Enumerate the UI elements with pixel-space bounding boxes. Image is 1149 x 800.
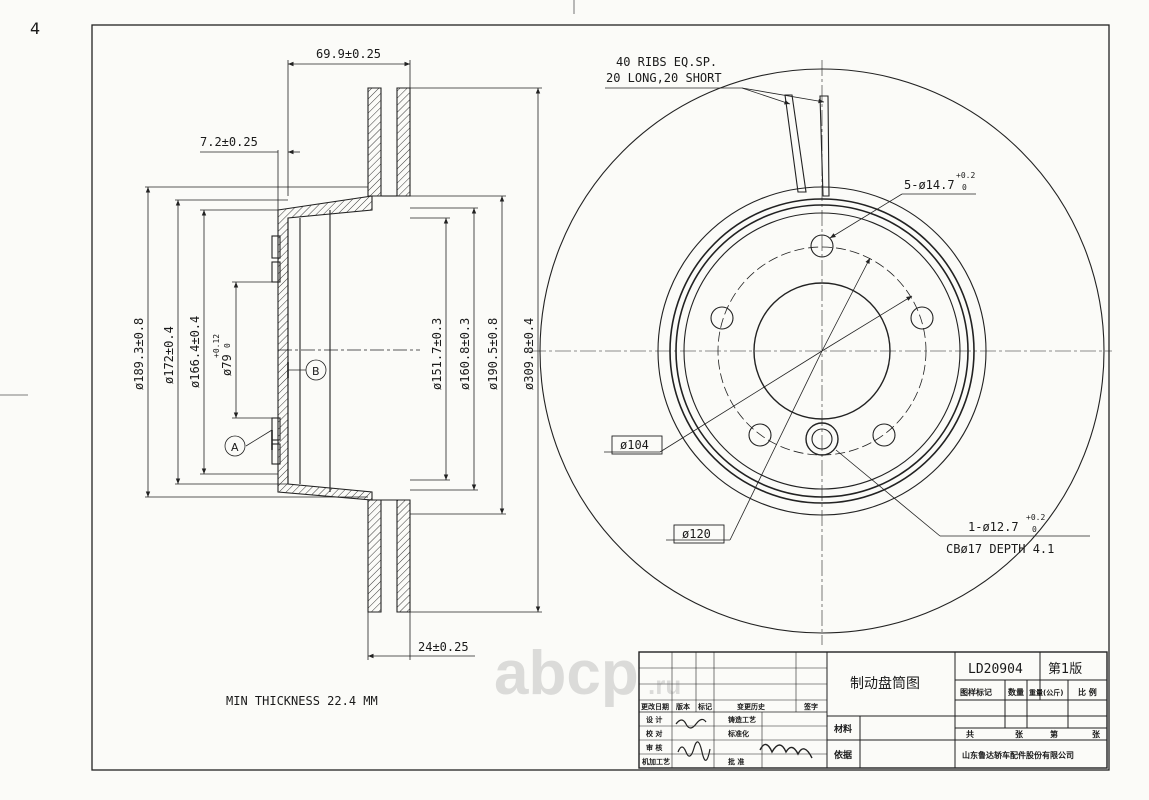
pcd-label: ø104: [620, 438, 649, 452]
role-check: 校 对: [646, 729, 662, 738]
locator-note: 1-ø12.7: [968, 520, 1019, 534]
bolt-hole: [910, 306, 934, 330]
dim-thickness: 69.9±0.25: [316, 47, 381, 61]
locator-tol-dn: 0: [1032, 525, 1037, 534]
datum-b-label: B: [312, 365, 320, 378]
signature: [759, 743, 813, 759]
dim-160: ø160.8±0.3: [458, 318, 472, 390]
signature: [677, 741, 711, 761]
watermark-tld: .ru: [648, 670, 681, 700]
bolt-holes-note: 5-ø14.7: [904, 178, 955, 192]
header-mark: 图样标记: [960, 687, 992, 697]
rev-tag: 标记: [697, 702, 712, 711]
role-review: 审 核: [646, 743, 662, 752]
bolt-tol-up: +0.2: [956, 171, 975, 180]
role-casting: 铸造工艺: [728, 715, 756, 724]
label-sheet2: 张: [1092, 730, 1101, 739]
label-sheets: 张: [1015, 730, 1024, 739]
role-approve: 批 准: [728, 757, 744, 766]
version: 第1版: [1048, 662, 1082, 677]
dim-79-tol-dn: 0: [223, 343, 232, 348]
dim-79-tol-up: +0.12: [212, 334, 221, 358]
dim-166: ø166.4±0.4: [188, 316, 202, 388]
datum-b-circle: [305, 359, 327, 381]
rev-history: 变更历史: [737, 702, 766, 711]
dim-190: ø190.5±0.8: [486, 318, 500, 390]
drawing-frame: [91, 24, 1110, 771]
dim-hat: 7.2±0.25: [200, 135, 258, 149]
drawing-title: 制动盘筒图: [850, 675, 920, 692]
label-total: 共: [966, 729, 974, 739]
datum-a-circle: [224, 435, 246, 457]
label-basis: 依据: [834, 749, 852, 761]
role-design: 设 计: [646, 715, 662, 724]
dim-friction: 24±0.25: [418, 640, 469, 654]
dim-79: ø79: [220, 354, 234, 376]
dim-172: ø172±0.4: [162, 326, 176, 384]
rev-version: 版本: [676, 702, 690, 711]
watermark-brand: abcp: [494, 639, 639, 708]
header-weight: 重量(公斤): [1029, 688, 1063, 697]
corner-mark: 4: [30, 19, 40, 38]
label-material: 材料: [833, 723, 852, 735]
bolt-hole: [748, 423, 772, 447]
label-page: 第: [1050, 729, 1058, 739]
ribs-note-line2: 20 LONG,20 SHORT: [606, 71, 722, 85]
counterbore-note: CBø17 DEPTH 4.1: [946, 542, 1054, 556]
front-leaders: [604, 87, 1090, 541]
header-scale: 比 例: [1078, 687, 1097, 697]
rib-long: [784, 94, 807, 193]
dim-189: ø189.3±0.8: [132, 318, 146, 390]
role-process: 机加工艺: [642, 757, 670, 766]
bolt-hole: [710, 306, 734, 330]
bolt-hole: [872, 423, 896, 447]
front-view: [530, 60, 1112, 645]
section-dimensions: [145, 60, 542, 660]
title-block: [638, 651, 1108, 769]
locator-tol-up: +0.2: [1026, 513, 1045, 522]
pcd-label-box: [611, 435, 663, 455]
rev-date: 更改日期: [641, 702, 669, 711]
min-thickness-note: MIN THICKNESS 22.4 MM: [226, 694, 378, 708]
dim-151: ø151.7±0.3: [430, 318, 444, 390]
part-number: LD20904: [968, 662, 1023, 677]
signature: [675, 718, 707, 729]
ribs-note-line1: 40 RIBS EQ.SP.: [616, 55, 717, 69]
watermark-logo: abcp .ru: [494, 639, 681, 708]
rev-sign: 签字: [803, 702, 818, 711]
bolt-tol-dn: 0: [962, 183, 967, 192]
role-standard: 标准化: [727, 729, 749, 738]
pilot-label-box: [673, 524, 725, 544]
datum-a-label: A: [231, 441, 239, 454]
company-name: 山东鲁达轿车配件股份有限公司: [962, 750, 1074, 760]
dim-309: ø309.8±0.4: [522, 318, 536, 390]
header-qty: 数量: [1008, 687, 1024, 697]
pilot-label: ø120: [682, 527, 711, 541]
